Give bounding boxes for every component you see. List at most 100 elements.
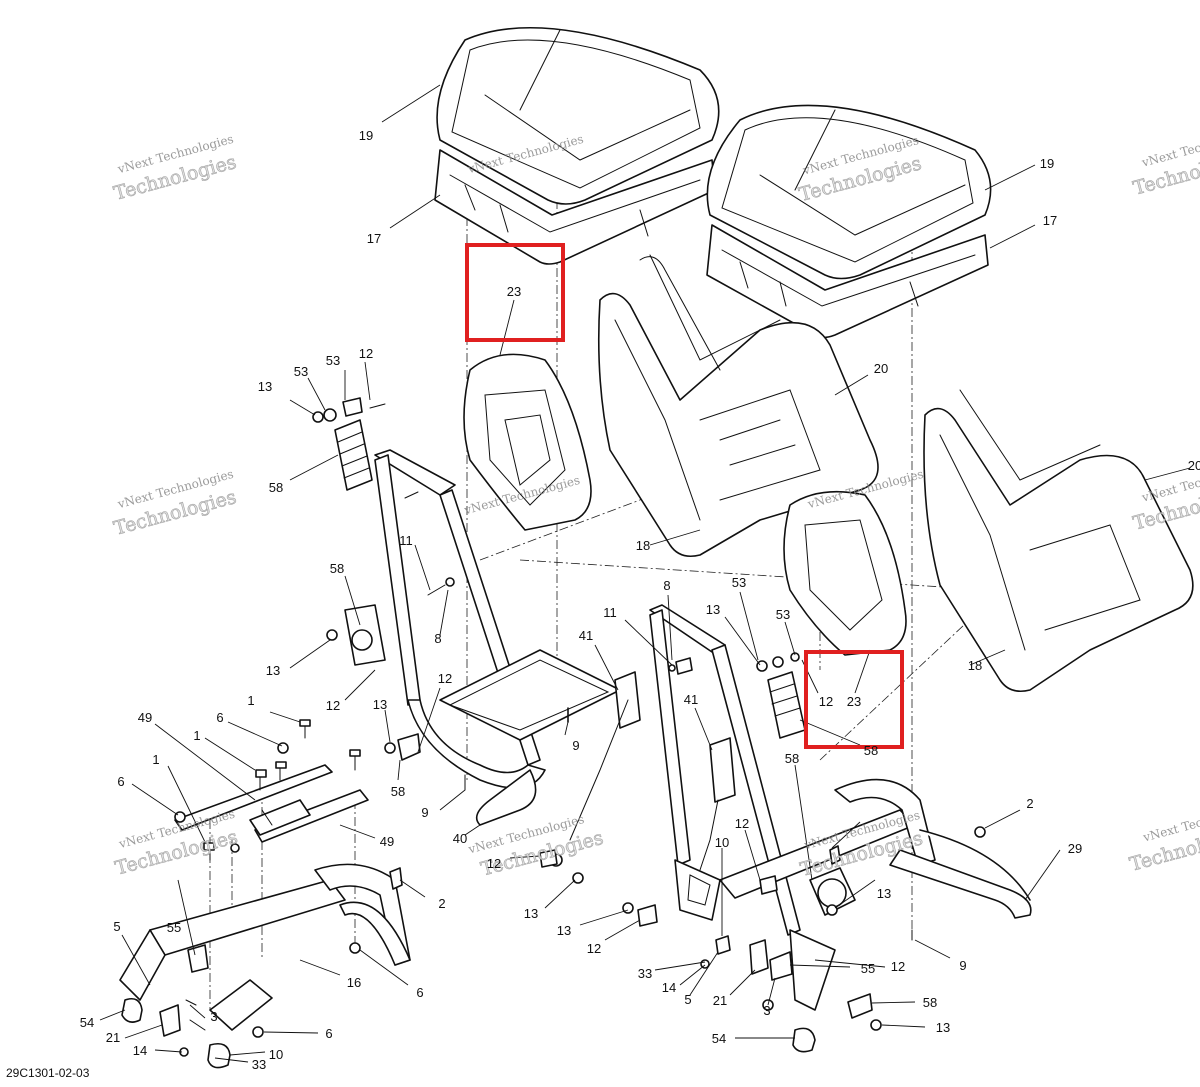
callout[interactable]: 5 (113, 919, 120, 934)
left-base-frame (119, 863, 411, 1031)
callout[interactable]: 53 (326, 353, 340, 368)
callout[interactable]: 41 (579, 628, 593, 643)
callout[interactable]: 12 (359, 346, 373, 361)
callout[interactable]: 1 (247, 693, 254, 708)
callout[interactable]: 12 (735, 816, 749, 831)
callout[interactable]: 9 (959, 958, 966, 973)
highlight-box-right-23 (804, 650, 904, 749)
callout[interactable]: 12 (891, 959, 905, 974)
left-seat-frame (344, 449, 621, 826)
callout[interactable]: 12 (819, 694, 833, 709)
callout[interactable]: 41 (684, 692, 698, 707)
callout[interactable]: 18 (968, 658, 982, 673)
callout[interactable]: 53 (732, 575, 746, 590)
callout[interactable]: 13 (524, 906, 538, 921)
callout[interactable]: 3 (210, 1009, 217, 1024)
callout[interactable]: 53 (294, 364, 308, 379)
callout[interactable]: 13 (373, 697, 387, 712)
callout[interactable]: 17 (1043, 213, 1057, 228)
callout[interactable]: 12 (587, 941, 601, 956)
callout[interactable]: 12 (438, 671, 452, 686)
callout[interactable]: 58 (785, 751, 799, 766)
callout[interactable]: 23 (847, 694, 861, 709)
diagram-code: 29C1301-02-03 (6, 1066, 90, 1080)
callout[interactable]: 6 (117, 774, 124, 789)
callout[interactable]: 14 (133, 1043, 147, 1058)
callout[interactable]: 2 (438, 896, 445, 911)
callout[interactable]: 12 (326, 698, 340, 713)
seat-belts (549, 671, 736, 871)
callout[interactable]: 19 (1040, 156, 1054, 171)
callout[interactable]: 6 (325, 1026, 332, 1041)
callout[interactable]: 6 (416, 985, 423, 1000)
callout[interactable]: 23 (507, 284, 521, 299)
callout[interactable]: 58 (391, 784, 405, 799)
callout[interactable]: 58 (269, 480, 283, 495)
left-backrest (463, 353, 592, 531)
callout[interactable]: 6 (216, 710, 223, 725)
callout[interactable]: 8 (434, 631, 441, 646)
callout[interactable]: 40 (453, 831, 467, 846)
callout[interactable]: 13 (266, 663, 280, 678)
callout[interactable]: 13 (258, 379, 272, 394)
leader-lines (99, 84, 1191, 1063)
callout[interactable]: 13 (557, 923, 571, 938)
callout[interactable]: 12 (487, 856, 501, 871)
callout[interactable]: 13 (706, 602, 720, 617)
watermark: vNext Technologies Technologies (111, 467, 239, 540)
callout[interactable]: 17 (367, 231, 381, 246)
callout[interactable]: 13 (877, 886, 891, 901)
callout[interactable]: 53 (776, 607, 790, 622)
right-seat-shell (923, 389, 1194, 693)
highlight-box-left-23 (465, 243, 565, 342)
watermark: vNext Technologies Technologies (111, 132, 239, 205)
springs (334, 419, 806, 739)
callout[interactable]: 33 (638, 966, 652, 981)
callout[interactable]: 5 (684, 992, 691, 1007)
callout[interactable]: 14 (662, 980, 676, 995)
callout[interactable]: 11 (399, 533, 413, 548)
callout[interactable]: 9 (421, 805, 428, 820)
callout[interactable]: 49 (138, 710, 152, 725)
right-base-frame (719, 778, 1032, 919)
callout[interactable]: 20 (874, 361, 888, 376)
right-seat-cushion (706, 104, 992, 280)
callout[interactable]: 11 (603, 605, 617, 620)
watermark: vNext Technologies Technologies (1127, 800, 1200, 876)
callout[interactable]: 2 (1026, 796, 1033, 811)
callout[interactable]: 58 (330, 561, 344, 576)
callout[interactable]: 1 (193, 728, 200, 743)
watermark: vNext Technologies Technologies (1131, 125, 1200, 200)
callout[interactable]: 29 (1068, 841, 1082, 856)
callout[interactable]: 58 (923, 995, 937, 1010)
callout[interactable]: 58 (864, 743, 878, 758)
callout[interactable]: 55 (861, 961, 875, 976)
callout[interactable]: 21 (106, 1030, 120, 1045)
callout[interactable]: 9 (572, 738, 579, 753)
hardware (121, 397, 986, 1069)
callout[interactable]: 13 (936, 1020, 950, 1035)
callout[interactable]: 33 (252, 1057, 266, 1072)
retractor-right (809, 867, 856, 916)
callout[interactable]: 54 (80, 1015, 94, 1030)
callout[interactable]: 1 (152, 752, 159, 767)
callout[interactable]: 54 (712, 1031, 726, 1046)
callout[interactable]: 8 (663, 578, 670, 593)
right-backrest (783, 490, 907, 656)
callouts: 19 17 19 17 23 20 20 18 18 53 53 12 13 5… (80, 128, 1200, 1072)
callout[interactable]: 10 (715, 835, 729, 850)
center-seat-shell (597, 254, 879, 558)
callout[interactable]: 3 (763, 1003, 770, 1018)
left-seat-cushion (436, 27, 720, 205)
callout[interactable]: 10 (269, 1047, 283, 1062)
callout[interactable]: 18 (636, 538, 650, 553)
callout[interactable]: 19 (359, 128, 373, 143)
seat-rails (174, 764, 369, 843)
callout[interactable]: 55 (167, 920, 181, 935)
callout[interactable]: 16 (347, 975, 361, 990)
callout[interactable]: 20 (1188, 458, 1200, 473)
callout[interactable]: 49 (380, 834, 394, 849)
callout[interactable]: 21 (713, 993, 727, 1008)
